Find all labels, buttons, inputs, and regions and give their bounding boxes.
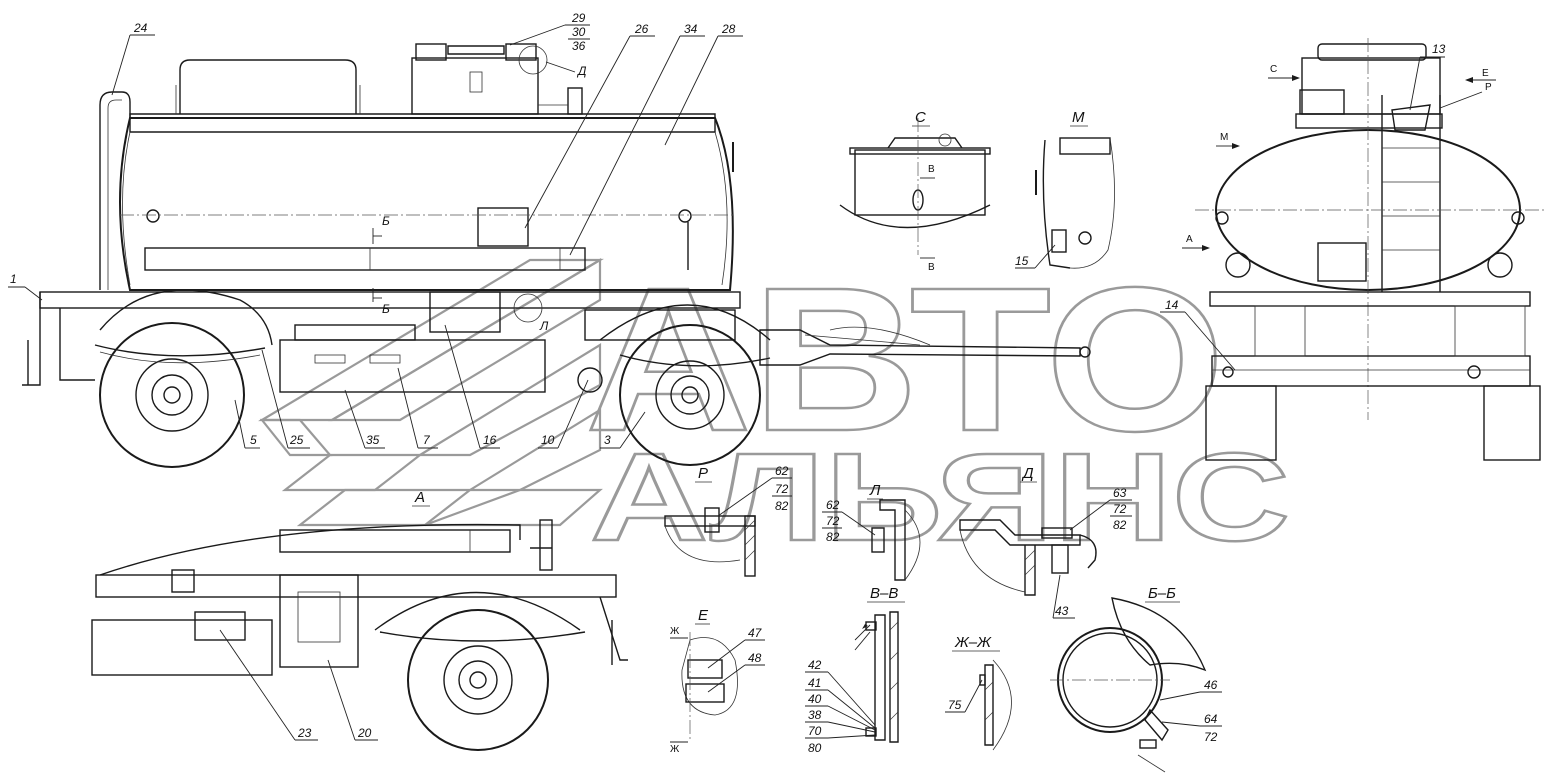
view-label-v-v: В–В <box>870 585 898 602</box>
section-mark-v-lower: В <box>928 262 935 273</box>
callout-75: 75 <box>948 698 962 712</box>
watermark-line1: АВТО <box>585 245 1225 474</box>
view-label-d: Д <box>1021 465 1034 482</box>
callout-28: 28 <box>721 22 736 36</box>
callout-5: 5 <box>250 433 257 447</box>
callout-42: 42 <box>808 658 822 672</box>
callout-29: 29 <box>571 11 586 25</box>
view-label-e: Е <box>698 607 709 624</box>
front-wheel <box>619 324 761 466</box>
callout-23: 23 <box>297 726 312 740</box>
callout-64: 64 <box>1204 712 1218 726</box>
rear-view-trailer: С Е Р М А 13 14 <box>1160 38 1545 461</box>
detail-view-a: А 23 20 <box>91 489 628 751</box>
arrow-mark-a: А <box>1186 234 1193 245</box>
section-v-v-callouts: 42 41 40 38 70 80 <box>805 658 876 755</box>
callout-30: 30 <box>572 25 586 39</box>
callout-38: 38 <box>808 708 822 722</box>
callout-14: 14 <box>1165 298 1179 312</box>
callout-13: 13 <box>1432 42 1446 56</box>
callout-34: 34 <box>684 22 698 36</box>
callout-35: 35 <box>366 433 380 447</box>
callout-p62: 62 <box>775 464 789 478</box>
watermark-logo: АВТО АЛЬЯНС <box>258 244 1291 568</box>
arrow-mark-m: М <box>1220 132 1228 143</box>
callout-l82: 82 <box>826 530 840 544</box>
detail-view-p: Р 62 72 82 <box>664 464 792 577</box>
view-label-c: С <box>915 109 926 126</box>
view-label-a: А <box>414 489 425 506</box>
callout-72b: 72 <box>1204 730 1218 744</box>
callout-15: 15 <box>1015 254 1029 268</box>
callout-46: 46 <box>1204 678 1218 692</box>
arrow-mark-e: Е <box>1482 68 1489 79</box>
callout-43: 43 <box>1055 604 1069 618</box>
callout-25: 25 <box>289 433 304 447</box>
view-label-l: Л <box>869 482 881 499</box>
rear-wheel <box>99 322 245 468</box>
watermark-line2: АЛЬЯНС <box>590 428 1290 567</box>
section-mark-zh-lower: Ж <box>670 744 680 755</box>
callout-70: 70 <box>808 724 822 738</box>
callout-p82: 82 <box>775 499 789 513</box>
callout-26: 26 <box>634 22 649 36</box>
callout-l72: 72 <box>826 514 840 528</box>
view-mark-d: Д <box>576 64 587 78</box>
callout-1: 1 <box>10 272 17 286</box>
callout-d72: 72 <box>1113 502 1127 516</box>
detail-view-c: С В В <box>839 109 991 273</box>
section-v-v: В–В 42 41 40 38 70 80 <box>805 585 905 755</box>
view-label-b-b: Б–Б <box>1148 585 1176 602</box>
section-b-b: Б–Б 46 64 72 <box>1050 585 1222 773</box>
view-label-p: Р <box>698 465 708 482</box>
detail-view-d: Д 63 72 82 43 <box>959 465 1132 619</box>
callout-16: 16 <box>483 433 497 447</box>
section-mark-v-upper: В <box>928 164 935 175</box>
detail-view-e: Е Ж Ж 47 48 <box>670 607 765 755</box>
callout-d82: 82 <box>1113 518 1127 532</box>
section-mark-b-upper: Б <box>382 214 390 228</box>
callout-36: 36 <box>572 39 586 53</box>
callout-p72: 72 <box>775 482 789 496</box>
callout-40: 40 <box>808 692 822 706</box>
section-mark-zh-upper: Ж <box>670 626 680 637</box>
callout-47: 47 <box>748 626 763 640</box>
view-mark-l: Л <box>539 319 549 333</box>
view-label-m: М <box>1072 109 1085 126</box>
side-view-trailer: Б Б Л Д <box>22 43 1091 468</box>
view-a-wheel <box>407 609 549 751</box>
arrow-mark-p: Р <box>1485 82 1492 93</box>
callout-l62: 62 <box>826 498 840 512</box>
view-label-zh-zh: Ж–Ж <box>954 634 992 651</box>
callout-3: 3 <box>604 433 611 447</box>
callout-10: 10 <box>541 433 555 447</box>
callout-41: 41 <box>808 676 821 690</box>
callout-d63: 63 <box>1113 486 1127 500</box>
arrow-mark-c: С <box>1270 64 1277 75</box>
section-mark-b-lower: Б <box>382 302 390 316</box>
watermark-chevron-icon <box>258 258 604 527</box>
callout-7: 7 <box>423 433 431 447</box>
section-zh-zh: Ж–Ж 75 <box>945 634 1012 751</box>
callout-20: 20 <box>357 726 372 740</box>
side-view-callouts: 1 24 29 30 36 26 34 28 5 25 35 7 16 10 3 <box>8 11 743 449</box>
callout-48: 48 <box>748 651 762 665</box>
callout-80: 80 <box>808 741 822 755</box>
callout-24: 24 <box>133 21 148 35</box>
detail-view-l: Л 62 72 82 <box>822 482 921 581</box>
detail-view-m: М 15 <box>1015 109 1115 269</box>
